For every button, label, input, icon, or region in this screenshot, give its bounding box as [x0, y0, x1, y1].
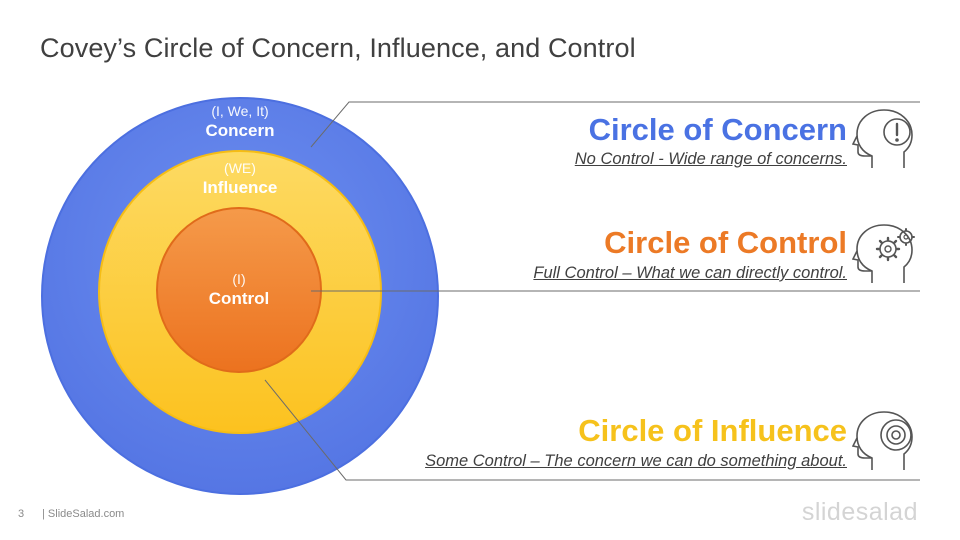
influence-heading: Circle of Influence — [578, 413, 847, 448]
head-exclamation-icon — [852, 109, 913, 168]
control-circle — [156, 207, 322, 373]
control-description: Full Control – What we can directly cont… — [533, 264, 847, 282]
concern-label: Concern — [205, 121, 275, 140]
control-heading: Circle of Control — [604, 225, 847, 260]
influence-label: Influence — [202, 178, 278, 197]
head-target-icon — [852, 411, 913, 470]
head-gear-icon — [852, 224, 915, 283]
slide-title: Covey’s Circle of Concern, Influence, an… — [40, 33, 636, 63]
concern-connector — [310, 101, 920, 148]
footer-site: | SlideSalad.com — [42, 508, 125, 520]
influence-connector — [264, 379, 920, 481]
influence-circle-label: (WE) Influence — [140, 160, 340, 198]
page-number: 3 — [18, 508, 25, 520]
concern-heading: Circle of Concern — [588, 112, 847, 147]
influence-sub: (WE) — [224, 160, 256, 176]
brand-logo: slidesalad — [801, 498, 918, 526]
control-circle-label: (I) Control — [139, 271, 339, 309]
concern-sub: (I, We, It) — [211, 103, 269, 119]
concern-description: No Control - Wide range of concerns. — [574, 150, 847, 168]
control-sub: (I) — [232, 271, 246, 287]
concern-circle-label: (I, We, It) Concern — [140, 103, 340, 141]
influence-description: Some Control – The concern we can do som… — [425, 452, 847, 470]
control-label: Control — [208, 289, 270, 308]
